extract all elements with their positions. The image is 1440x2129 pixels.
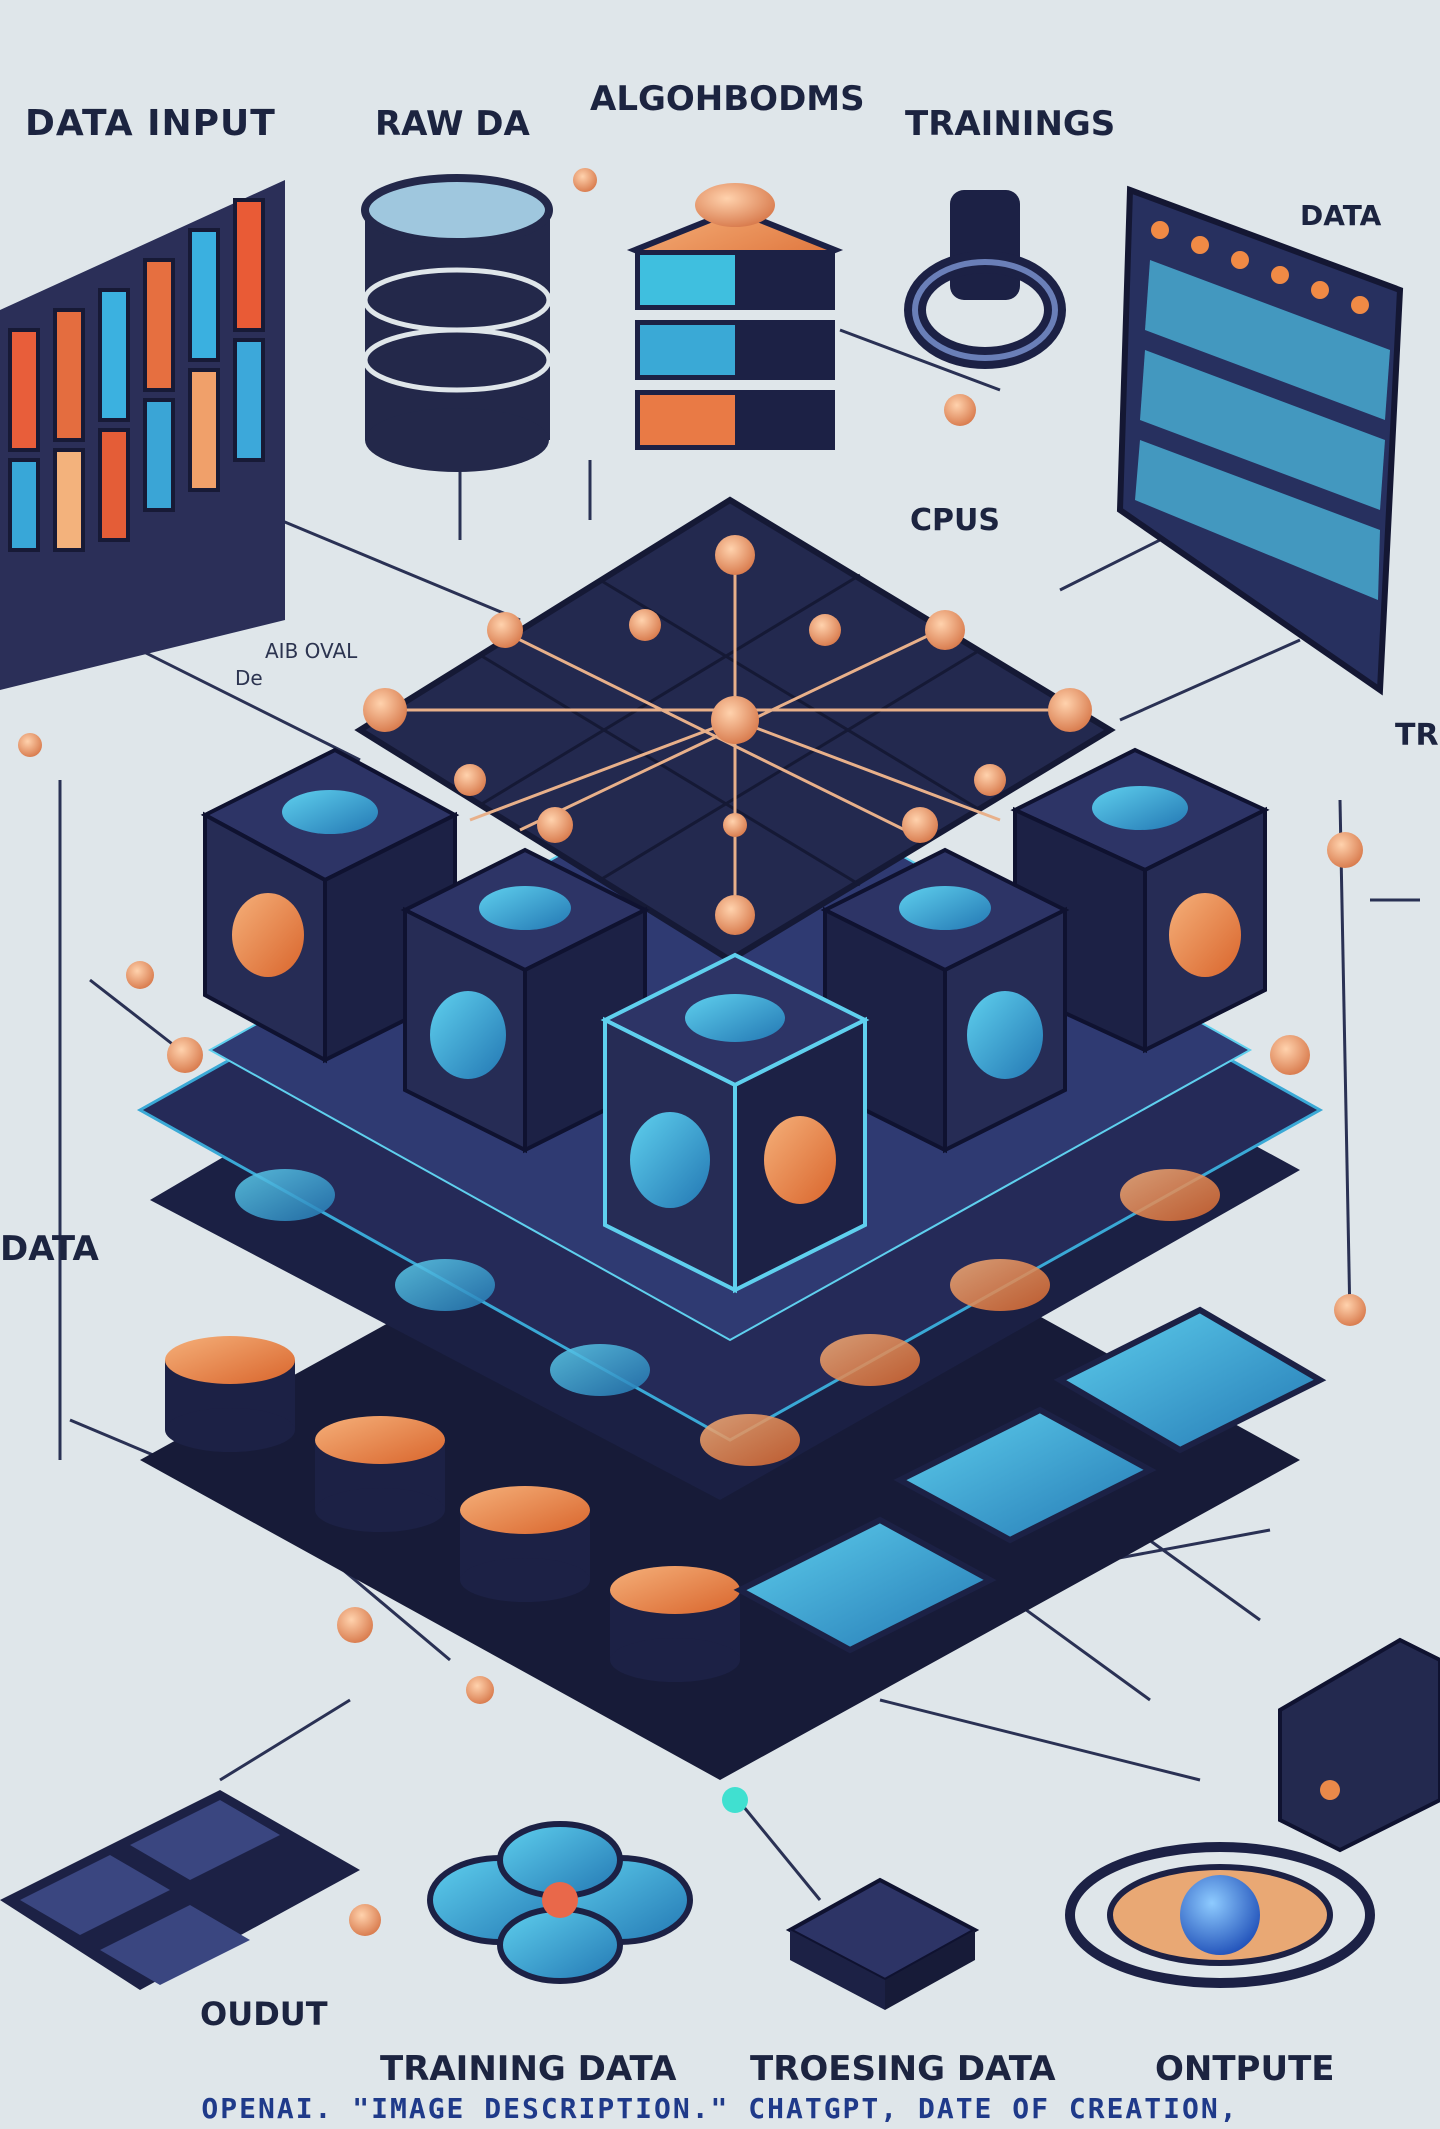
label-aib-oval: AIB OVAL: [265, 639, 358, 663]
accent-nodes: [18, 168, 1366, 1936]
label-troesing-data: TROESING DATA: [750, 2049, 1056, 2089]
label-trainings: TRAININGS: [905, 104, 1115, 144]
cube-center-left: [400, 847, 650, 1154]
server-box-icon: [1278, 1637, 1440, 1853]
label-algorithms: ALGOHBODMS: [590, 79, 865, 119]
label-data-top-right: DATA: [1300, 199, 1382, 232]
network-nodes: [363, 535, 1092, 935]
algorithm-stack-icon: [626, 183, 844, 450]
label-raw-data: RAW DA: [375, 104, 531, 144]
processing-cubes: [200, 747, 1270, 1294]
flower-node-icon: [427, 1821, 693, 1984]
image-credit-caption: OPENAI. "IMAGE DESCRIPTION." CHATGPT, DA…: [201, 2092, 1239, 2125]
data-panel-right: [1116, 185, 1404, 696]
label-output-left: OUDUT: [200, 1995, 328, 2033]
label-training-data: TRAINING DATA: [380, 2049, 677, 2089]
eye-orb-icon: [1065, 1842, 1375, 1988]
cube-front: [600, 952, 870, 1294]
output-grid-icon: [0, 1790, 360, 1990]
database-icon: [361, 174, 553, 472]
label-cpus: CPUS: [910, 503, 1000, 538]
training-data-drums: [165, 1336, 740, 1682]
output-box-icon: [785, 1877, 980, 2010]
platform-pods: [235, 1169, 1220, 1466]
label-de: De: [235, 666, 263, 690]
label-output-right: ONTPUTE: [1155, 2049, 1335, 2089]
testing-data-tiles: [733, 1306, 1327, 1654]
data-input-grid: [0, 180, 285, 690]
label-tr: TR: [1395, 718, 1439, 753]
label-data-input: DATA INPUT: [25, 103, 276, 144]
label-data-left: DATA: [0, 1229, 99, 1269]
training-ring-icon: [904, 190, 1066, 369]
accent-node-cyan: [722, 1787, 748, 1813]
